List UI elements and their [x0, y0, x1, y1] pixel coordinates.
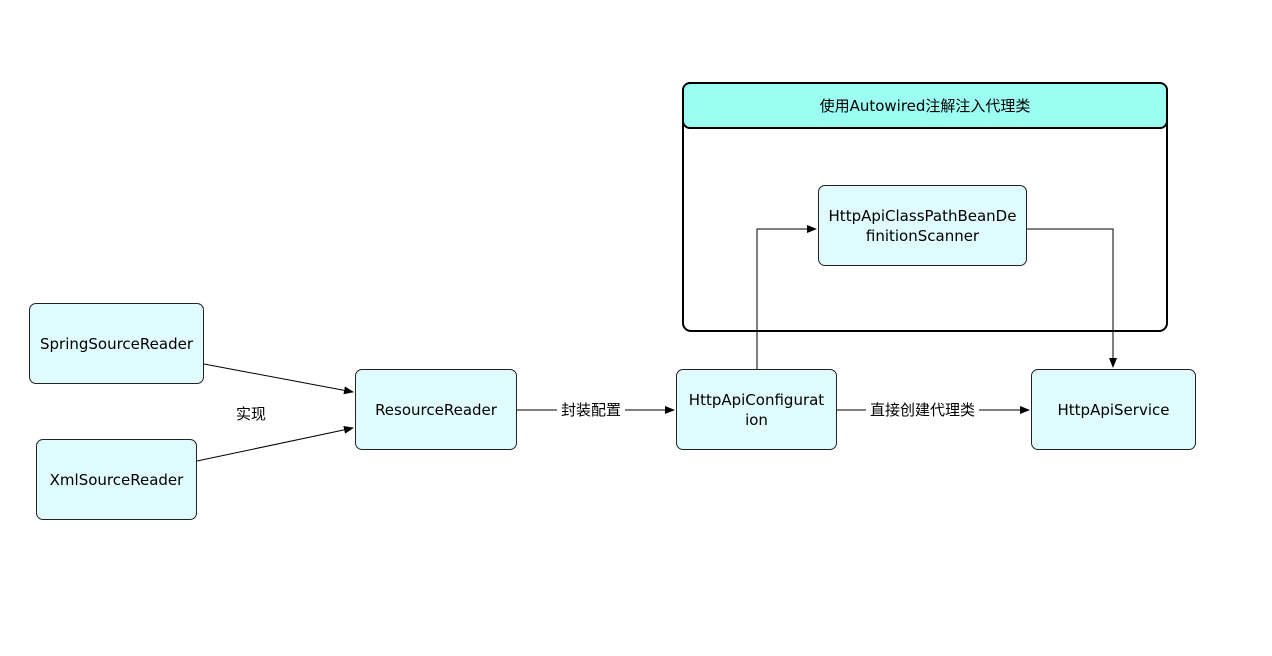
xml-source-reader-node[interactable]: XmlSourceReader: [36, 439, 197, 520]
edge-xml-to-resource: [196, 425, 354, 462]
edge-configuration-to-scanner: [756, 225, 817, 369]
http-api-service-node[interactable]: HttpApiService: [1031, 369, 1196, 450]
scanner-node[interactable]: HttpApiClassPathBeanDefinitionScanner: [818, 185, 1027, 266]
wrap-config-label: 封装配置: [557, 400, 626, 420]
resource-reader-node[interactable]: ResourceReader: [355, 369, 517, 450]
edge-spring-to-resource: [203, 363, 354, 395]
autowired-group-title: 使用Autowired注解注入代理类: [682, 82, 1168, 129]
implements-label: 实现: [236, 405, 267, 423]
create-proxy-label: 直接创建代理类: [866, 400, 980, 420]
http-api-configuration-node[interactable]: HttpApiConfiguration: [676, 369, 837, 450]
edge-scanner-to-service: [1027, 228, 1117, 368]
spring-source-reader-node[interactable]: SpringSourceReader: [29, 303, 204, 384]
